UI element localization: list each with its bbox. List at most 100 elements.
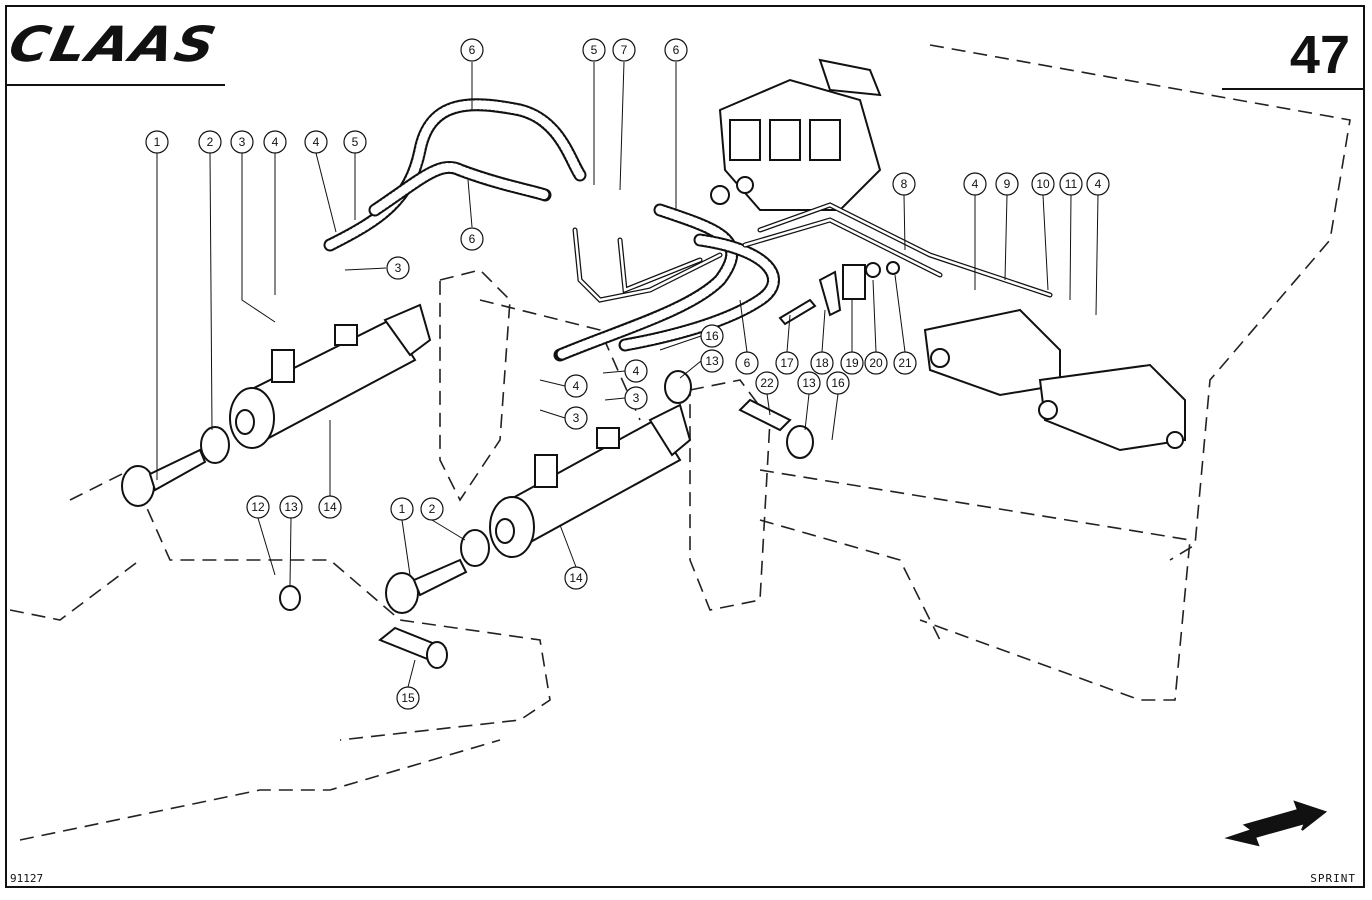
direction-arrow-icon	[1224, 800, 1328, 847]
callout: 4	[263, 130, 287, 154]
svg-text:6: 6	[469, 232, 476, 246]
callout: 6	[735, 351, 759, 375]
machine-frame-outline	[9, 44, 1351, 841]
svg-text:5: 5	[591, 43, 598, 57]
callout: 11	[1059, 172, 1083, 196]
svg-text:20: 20	[869, 356, 883, 370]
callout: 4	[304, 130, 328, 154]
callout: 6	[460, 227, 484, 251]
svg-text:3: 3	[573, 411, 580, 425]
svg-text:4: 4	[313, 135, 320, 149]
callout: 2	[420, 497, 444, 521]
callout: 8	[892, 172, 916, 196]
callout: 13	[700, 349, 724, 373]
hydraulic-hoses	[323, 98, 780, 362]
svg-text:6: 6	[469, 43, 476, 57]
callout: 22	[755, 371, 779, 395]
page-number: 47	[1289, 25, 1350, 85]
callout: 5	[582, 38, 606, 62]
svg-text:3: 3	[633, 391, 640, 405]
sheet-border	[5, 5, 1365, 888]
svg-text:14: 14	[569, 571, 583, 585]
callout: 20	[864, 351, 888, 375]
callout: 6	[460, 38, 484, 62]
callout: 17	[775, 351, 799, 375]
callout: 5	[343, 130, 367, 154]
callout: 3	[386, 256, 410, 280]
callout: 6	[664, 38, 688, 62]
callout: 4	[963, 172, 987, 196]
svg-text:14: 14	[323, 500, 337, 514]
svg-text:6: 6	[744, 356, 751, 370]
control-valve-block	[710, 58, 882, 211]
svg-text:21: 21	[898, 356, 912, 370]
leader-lines	[156, 61, 1099, 688]
logo-underline	[5, 84, 225, 86]
svg-text:18: 18	[815, 356, 829, 370]
callout: 1	[390, 497, 414, 521]
svg-text:9: 9	[1004, 177, 1011, 191]
svg-text:13: 13	[705, 354, 719, 368]
callout: 9	[995, 172, 1019, 196]
pivot-pins	[279, 370, 814, 669]
svg-text:7: 7	[621, 43, 628, 57]
drawing-number: 91127	[10, 872, 44, 885]
callout: 2	[198, 130, 222, 154]
svg-text:3: 3	[395, 261, 402, 275]
callout: 3	[230, 130, 254, 154]
svg-text:1: 1	[154, 135, 161, 149]
svg-text:4: 4	[573, 379, 580, 393]
svg-text:11: 11	[1065, 177, 1078, 191]
model-name: SPRINT	[1310, 872, 1356, 885]
callout: 3	[564, 406, 588, 430]
svg-text:13: 13	[284, 500, 298, 514]
callout: 1	[145, 130, 169, 154]
callout: 13	[797, 371, 821, 395]
svg-text:2: 2	[207, 135, 214, 149]
callout: 4	[564, 374, 588, 398]
callout: 4	[624, 359, 648, 383]
svg-text:4: 4	[972, 177, 979, 191]
solenoid-valve-bank	[923, 308, 1186, 452]
callout: 21	[893, 351, 917, 375]
callout: 19	[840, 351, 864, 375]
callout: 10	[1031, 172, 1055, 196]
svg-text:16: 16	[705, 329, 719, 343]
svg-text:2: 2	[429, 502, 436, 516]
svg-text:19: 19	[845, 356, 859, 370]
callout: 14	[318, 495, 342, 519]
svg-text:15: 15	[401, 691, 415, 705]
callout: 7	[612, 38, 636, 62]
hydraulic-cylinder-upper	[229, 303, 432, 449]
svg-text:17: 17	[780, 356, 794, 370]
eye-bolt-lower	[385, 529, 490, 614]
callout-bubbles: 1 2 3 4 4 5 3 6 6 5 7 6 8 4 9 10 11 4 17…	[145, 38, 1110, 710]
svg-text:4: 4	[633, 364, 640, 378]
svg-text:6: 6	[673, 43, 680, 57]
svg-text:16: 16	[831, 376, 845, 390]
callout: 16	[826, 371, 850, 395]
svg-text:22: 22	[760, 376, 774, 390]
svg-text:4: 4	[272, 135, 279, 149]
callout: 18	[810, 351, 834, 375]
callout: 15	[396, 686, 420, 710]
svg-text:4: 4	[1095, 177, 1102, 191]
callout: 16	[700, 324, 724, 348]
callout: 4	[1086, 172, 1110, 196]
svg-text:10: 10	[1036, 177, 1050, 191]
hydraulic-cylinder-lower	[489, 403, 692, 558]
svg-text:3: 3	[239, 135, 246, 149]
rigid-pipes	[572, 202, 1053, 303]
svg-text:8: 8	[901, 177, 908, 191]
svg-text:5: 5	[352, 135, 359, 149]
callout: 12	[246, 495, 270, 519]
callout: 13	[279, 495, 303, 519]
eye-bolt-upper	[121, 426, 230, 507]
page-number-underline	[1222, 88, 1365, 90]
bracket-parts	[778, 261, 900, 326]
callout: 14	[564, 566, 588, 590]
callout: 3	[624, 386, 648, 410]
svg-text:12: 12	[251, 500, 265, 514]
